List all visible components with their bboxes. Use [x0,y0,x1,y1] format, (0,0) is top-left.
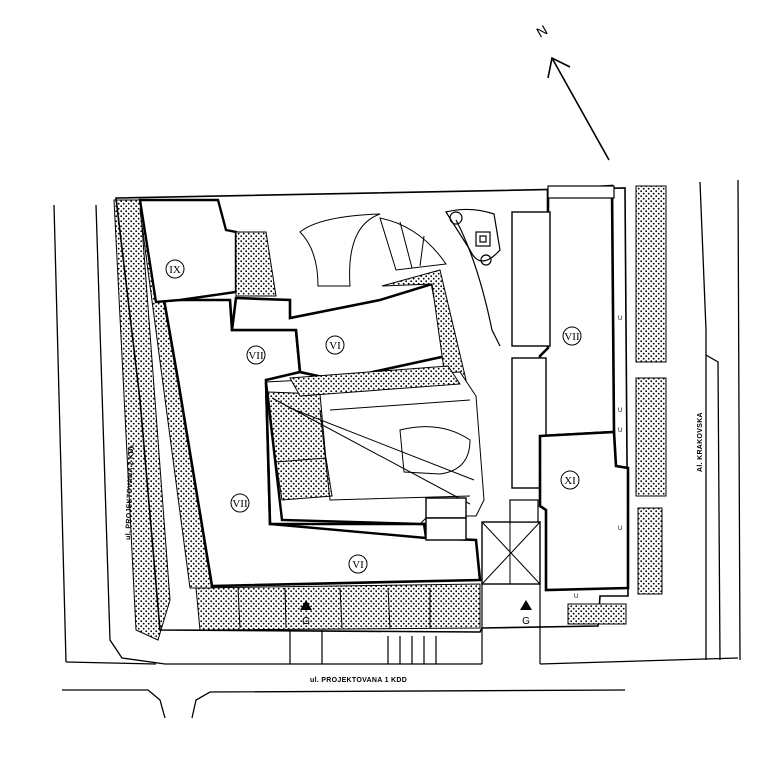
green-southeast [567,603,627,625]
courtyard-green-c [289,365,461,397]
entry-mark: U [618,316,622,322]
entrance-block-ne [547,185,615,199]
north-label: N [534,22,551,41]
entry-marks: U U U U U [574,316,622,600]
building-label-ix: IX [165,259,185,279]
building-vii-inner [264,381,428,540]
svg-text:VII: VII [232,498,248,510]
courtyard-green-a [267,391,327,463]
svg-text:G: G [302,616,310,627]
triangle-icon [300,600,312,610]
svg-text:VI: VI [352,559,364,571]
building-xi [538,430,630,592]
svg-text:XI: XI [564,475,576,487]
green-east-3 [637,507,663,595]
entry-mark: U [618,408,622,414]
annex-1 [425,497,467,519]
building-label-vi-north: VI [325,335,345,355]
green-east-1 [635,185,667,363]
crosswalk [387,636,437,664]
entry-mark: U [574,594,578,600]
garage-entry-east: G [520,600,532,627]
green-east-2 [635,377,667,497]
courtyard-paths [271,397,475,505]
building-label-vii-east: VII [562,326,582,346]
building-label-vii-west: VII [230,493,250,513]
street-label-east: Al. KRAKOVSKA [697,412,704,472]
svg-text:VI: VI [329,340,341,352]
north-arrow-icon: N [534,22,610,161]
entry-mark: U [618,526,622,532]
building-vii-east [538,184,616,438]
svg-text:VII: VII [248,350,264,362]
south-strip-dividers [237,587,431,629]
green-north-1 [235,231,277,297]
entry-mark: U [618,428,622,434]
building-label-vii-north: VII [246,345,266,365]
svg-text:VII: VII [564,331,580,343]
building-ix [138,198,238,304]
green-strip-south [195,583,481,631]
svg-text:IX: IX [169,264,181,276]
street-label-west: ul. PROJEKTOVANA 2 KDL [125,443,135,540]
annex-2 [425,517,467,541]
courtyard-green-b [275,457,333,501]
garage-entry-west: G [300,600,312,627]
street-outlines [53,179,741,719]
building-label-xi: XI [560,470,580,490]
parking-row-1 [511,211,551,347]
plaza-north [299,213,447,287]
street-label-south: ul. PROJEKTOVANA 1 KDD [310,677,407,684]
ramp-head [509,499,539,523]
fountain-icon [445,208,501,347]
building-label-vi-south: VI [348,554,368,574]
triangle-icon [520,600,532,610]
svg-text:G: G [522,616,530,627]
